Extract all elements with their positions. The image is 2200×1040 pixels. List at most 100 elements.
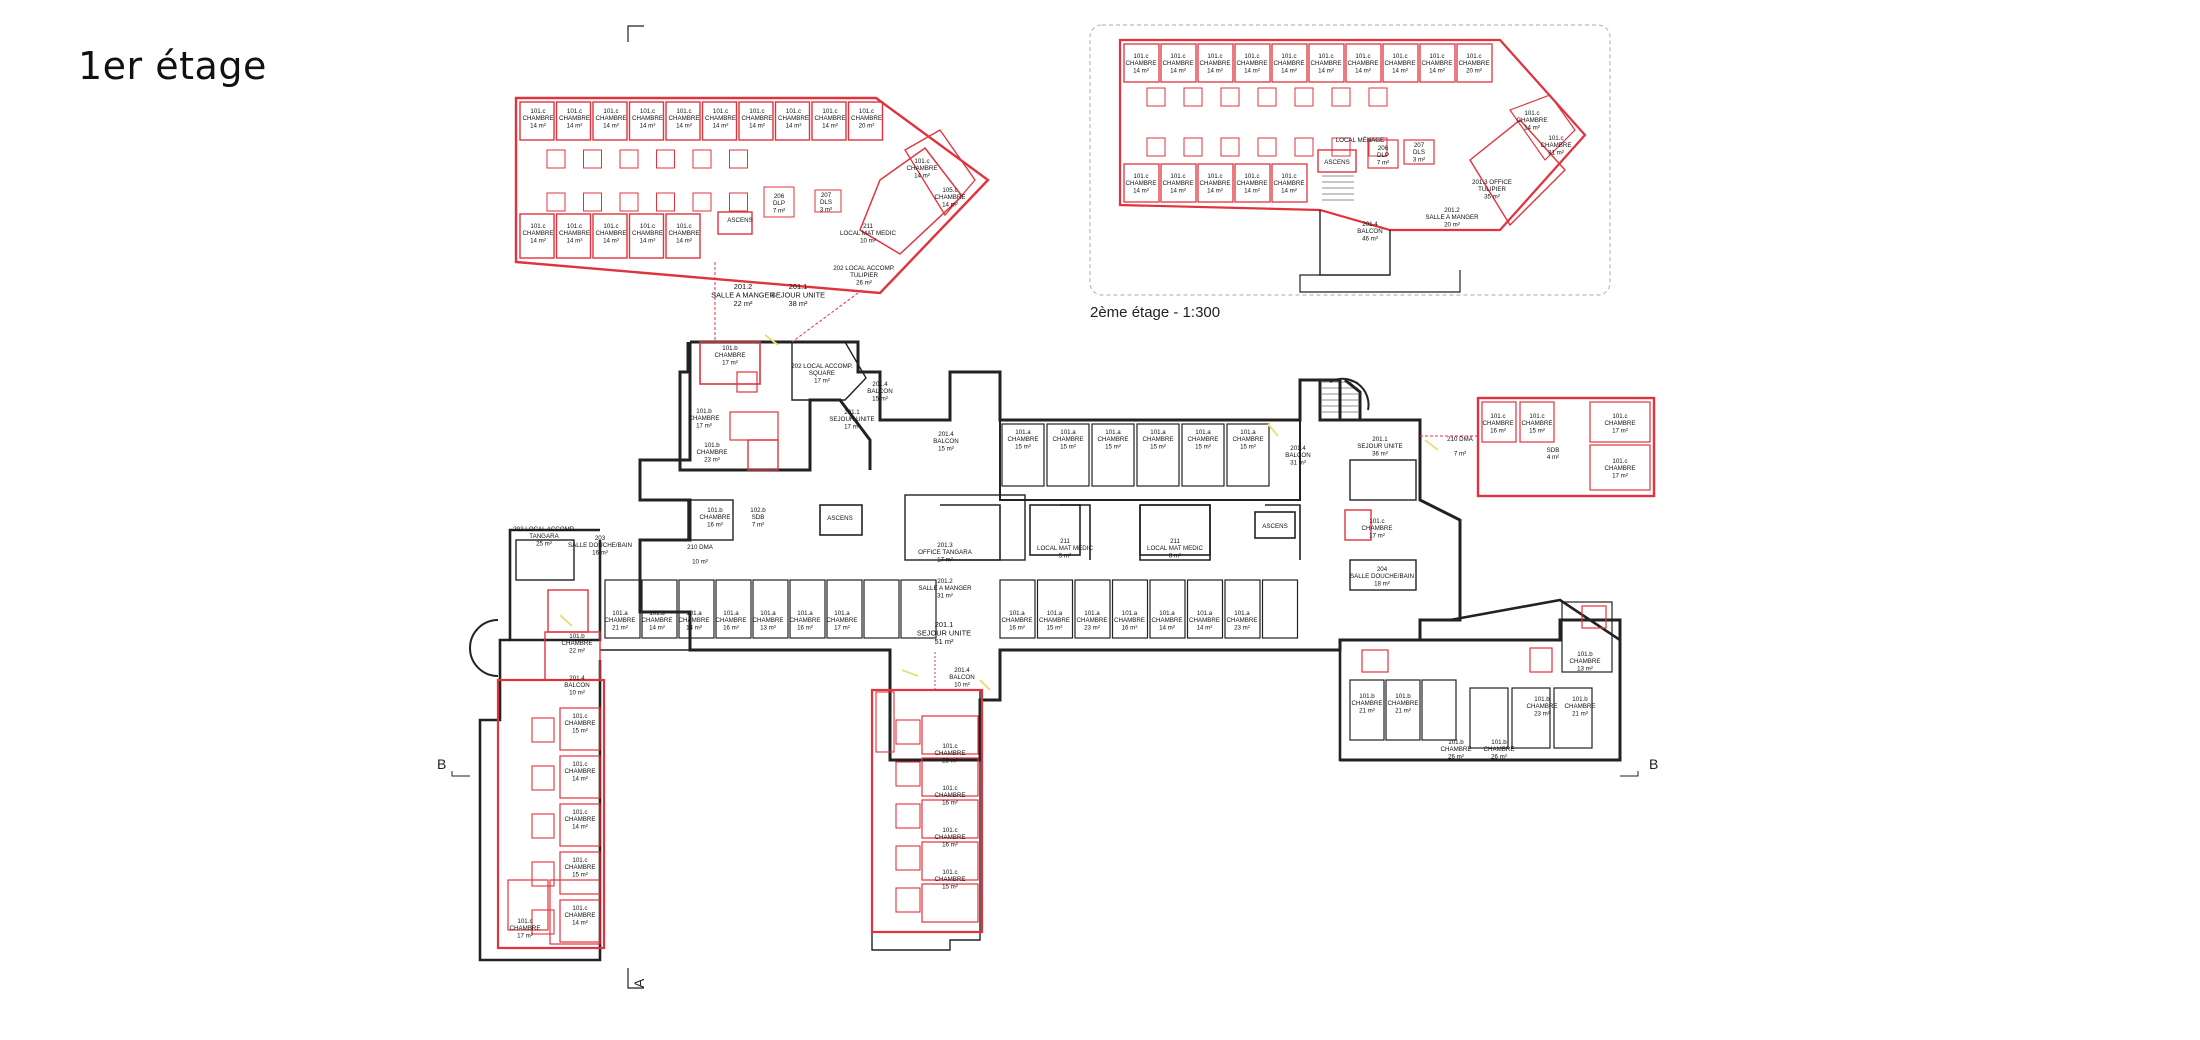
room-label-line: 101.c xyxy=(749,108,764,115)
room-label-line: 101.a xyxy=(1015,429,1031,436)
room-label-line: CHAMBRE xyxy=(1126,60,1157,67)
room-label-line: BALCON xyxy=(867,388,892,395)
room-label-line: DLP xyxy=(773,200,785,207)
room-label-line: 101.c xyxy=(603,223,618,230)
room-outline xyxy=(1234,163,1271,203)
room-outline xyxy=(628,213,665,259)
sdb-outline xyxy=(531,717,555,743)
room-label-line: 22 m² xyxy=(569,647,585,654)
room-label-line: CHAMBRE xyxy=(559,230,590,237)
room-label-line: 14 m² xyxy=(1159,624,1175,631)
room-label-line: CHAMBRE xyxy=(778,115,809,122)
room-label-line: 16 m² xyxy=(942,799,958,806)
room-label-line: CHAMBRE xyxy=(1484,746,1515,753)
room-label-line: 101.c xyxy=(713,108,728,115)
room-label-line: CHAMBRE xyxy=(705,115,736,122)
room-label-line: 14 m² xyxy=(786,122,802,129)
wall-line xyxy=(1620,771,1639,777)
room-outline xyxy=(747,439,779,471)
room-label-line: 25 m² xyxy=(536,540,552,547)
room-label-line: BALCON xyxy=(564,682,589,689)
sdb-outline xyxy=(1529,647,1553,673)
room-outline xyxy=(1349,679,1385,741)
room-label-line: 101.a xyxy=(1150,429,1166,436)
door-mark xyxy=(979,679,991,691)
room-label-line: 14 m² xyxy=(686,624,702,631)
room-outline xyxy=(900,579,937,639)
room-label-line: 14 m² xyxy=(822,122,838,129)
room-label-line: 101.a xyxy=(1047,610,1063,617)
room-label-line: 101.a xyxy=(1197,610,1213,617)
room-outline xyxy=(1036,579,1074,639)
room-label-line: 201.2 xyxy=(734,282,753,291)
room-label-line: CHAMBRE xyxy=(815,115,846,122)
room-label-line: 101.b xyxy=(1395,693,1411,700)
wall-line xyxy=(678,342,872,472)
sdb-outline xyxy=(692,192,712,212)
room-label-line: CHAMBRE xyxy=(697,449,728,456)
room-label-line: 22 m² xyxy=(734,299,753,308)
room-outline xyxy=(1511,687,1551,749)
room-label-line: 101.c xyxy=(1170,53,1185,60)
room-label-line: CHAMBRE xyxy=(716,617,747,624)
south-wing-outline xyxy=(870,688,984,934)
room-label-line: CHAMBRE xyxy=(1008,436,1039,443)
room-label-line: 101.c xyxy=(640,223,655,230)
room-outline xyxy=(1349,459,1417,501)
room-label-line: 101.a xyxy=(649,610,665,617)
room-label-line: 17 m² xyxy=(722,359,738,366)
room-outline xyxy=(738,101,774,141)
room-outline xyxy=(665,213,701,259)
room-label-line: CHAMBRE xyxy=(565,816,596,823)
room-label-line: DLS xyxy=(820,199,832,206)
room-label-line: CHAMBRE xyxy=(632,230,663,237)
room-label-line: 211 xyxy=(1170,538,1180,545)
room-label-line: 15 m² xyxy=(1060,443,1076,450)
room-outline xyxy=(1382,43,1419,83)
room-label-line: 15 m² xyxy=(942,883,958,890)
room-outline xyxy=(921,799,979,839)
room-label-line: 101.b xyxy=(722,345,738,352)
room-outline xyxy=(811,101,847,141)
sdb-outline xyxy=(546,149,566,169)
sdb-outline xyxy=(1294,87,1314,107)
misc-label: 4 m² xyxy=(1547,454,1559,461)
room-label-line: 201.2 xyxy=(1444,207,1460,214)
sdb-outline xyxy=(895,887,921,913)
room-label-line: CHAMBRE xyxy=(1362,525,1393,532)
room-label-line: 101.b xyxy=(569,633,585,640)
room-label-line: 14 m² xyxy=(1244,187,1260,194)
room-outline xyxy=(1160,163,1197,203)
room-label-line: 14 m² xyxy=(530,122,546,129)
room-label-line: 201.4 xyxy=(938,431,954,438)
room-outline xyxy=(687,499,734,541)
room-label-line: CHAMBRE xyxy=(1163,180,1194,187)
room-label-line: 101.c xyxy=(914,158,929,165)
room-outline xyxy=(791,341,867,401)
wall-line xyxy=(627,25,644,42)
wall-line xyxy=(478,638,602,962)
sdb-outline xyxy=(736,371,758,393)
room-label-line: TULIPIER xyxy=(1478,186,1506,193)
room-outline xyxy=(1271,43,1308,83)
room-outline xyxy=(665,101,701,141)
room-label-line: CHAMBRE xyxy=(596,230,627,237)
inset-caption: 2ème étage - 1:300 xyxy=(1090,304,1220,321)
sdb-outline xyxy=(656,149,675,169)
room-label-line: 207 xyxy=(1414,142,1425,149)
room-label-line: 201.4 xyxy=(1362,221,1378,228)
room-label-line: 101.c xyxy=(1207,173,1222,180)
room-label-line: 26 m² xyxy=(856,279,872,286)
room-label-line: 101.c xyxy=(603,108,618,115)
room-label-line: 101.c xyxy=(517,918,532,925)
room-label-line: CHAMBRE xyxy=(1274,60,1305,67)
office-outline xyxy=(1469,119,1566,227)
room-outline xyxy=(1226,423,1270,487)
room-outline xyxy=(1136,423,1180,487)
room-outline xyxy=(1344,509,1372,541)
room-label-line: 105.c xyxy=(942,187,957,194)
ascens-outline xyxy=(1317,149,1357,173)
room-label-line: 17 m² xyxy=(844,423,860,430)
